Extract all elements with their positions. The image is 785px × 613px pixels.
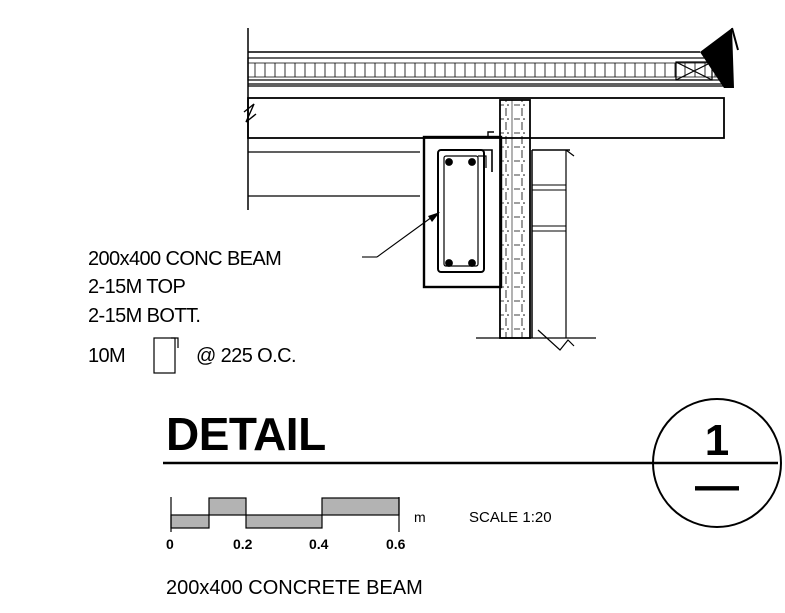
roof-edge-flashing bbox=[700, 28, 734, 88]
callout-leader bbox=[362, 212, 440, 258]
stirrup-hook bbox=[472, 149, 493, 172]
callout-top-bars: 2-15M TOP bbox=[88, 276, 185, 298]
stirrup-inner bbox=[443, 155, 479, 267]
rebar-top-right bbox=[468, 158, 476, 166]
rebar-bottom-right bbox=[468, 259, 476, 267]
scale-unit: m bbox=[414, 509, 426, 525]
stirrup-icon bbox=[153, 337, 179, 374]
sheet-reference: — bbox=[695, 461, 739, 510]
scale-segment-1 bbox=[170, 514, 210, 529]
beam-outline bbox=[422, 135, 503, 289]
scale-tick-0: 0 bbox=[166, 536, 174, 552]
roof-assembly bbox=[243, 27, 739, 210]
detail-caption: 200x400 CONCRETE BEAM bbox=[166, 577, 423, 599]
leader-arrowhead bbox=[428, 212, 440, 222]
scale-text: SCALE 1:20 bbox=[469, 509, 552, 526]
scale-tick-04: 0.4 bbox=[309, 536, 329, 552]
scale-bar bbox=[170, 497, 400, 532]
callout-beam: 200x400 CONC BEAM bbox=[88, 248, 281, 270]
callout-stirrup-size: 10M bbox=[88, 345, 125, 367]
scale-tick-06: 0.6 bbox=[386, 536, 406, 552]
scale-segment-2 bbox=[208, 497, 247, 516]
break-mark-bottom bbox=[537, 329, 575, 351]
wood-blocking bbox=[675, 61, 713, 81]
break-mark-roof bbox=[243, 103, 257, 123]
rebar-bottom-left bbox=[445, 259, 453, 267]
scale-tick-02: 0.2 bbox=[233, 536, 253, 552]
beam-section bbox=[422, 131, 503, 289]
scale-segment-4 bbox=[321, 497, 400, 516]
roof-insulation bbox=[247, 57, 725, 81]
detail-bubble bbox=[652, 398, 782, 528]
detail-title: DETAIL bbox=[166, 408, 326, 460]
stirrup-outer bbox=[437, 149, 485, 273]
scale-segment-3 bbox=[245, 514, 323, 529]
rebar-top-left bbox=[445, 158, 453, 166]
callout-stirrup-spacing: @ 225 O.C. bbox=[196, 345, 296, 367]
callout-bottom-bars: 2-15M BOTT. bbox=[88, 305, 200, 327]
roof-slab bbox=[247, 97, 725, 139]
detail-number: 1 bbox=[705, 416, 729, 465]
existing-slab bbox=[248, 151, 420, 197]
